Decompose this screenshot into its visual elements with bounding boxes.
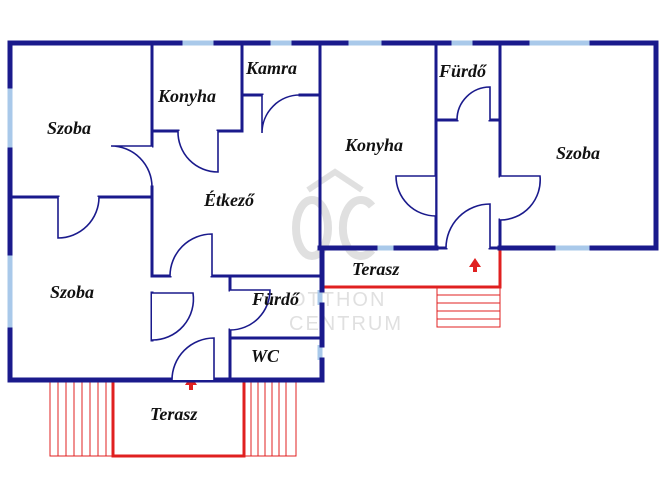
watermark: OTTHON CENTRUM (289, 168, 403, 335)
room-label-szoba-bottom: Szoba (50, 282, 94, 302)
door-right-entrance (445, 203, 491, 249)
door-hall-left (151, 292, 195, 341)
watermark-logo (306, 168, 364, 193)
entrance-arrow-right-icon (469, 258, 481, 272)
room-label-kamra: Kamra (245, 58, 297, 78)
watermark-line1: OTTHON (290, 289, 386, 311)
door-furdo-left (229, 289, 271, 331)
stairs-bottom-left (49, 379, 114, 457)
room-label-szoba-top: Szoba (47, 118, 91, 138)
interior-walls (8, 41, 502, 382)
watermark-line2: CENTRUM (289, 313, 403, 335)
watermark-logo-c (338, 196, 376, 260)
door-konyha-left (177, 130, 219, 173)
room-labels: Szoba Konyha Kamra Étkező Szoba Fürdő WC… (47, 58, 600, 424)
door-entrance (171, 337, 215, 381)
stairs-bottom-right (243, 379, 297, 457)
room-label-furdo-left: Fürdő (251, 289, 300, 309)
door-szoba-bottom (57, 196, 100, 239)
door-konyha-right (395, 175, 437, 217)
doors (57, 86, 541, 381)
room-label-terasz-right: Terasz (352, 259, 399, 279)
room-label-wc: WC (251, 346, 280, 366)
door-szoba-top (110, 145, 153, 188)
door-hall (169, 233, 213, 277)
stairs-right-terrace (436, 286, 501, 328)
room-label-konyha-left: Konyha (157, 86, 216, 106)
windows (7, 40, 592, 360)
room-label-etkezo: Étkező (203, 189, 255, 210)
door-kamra (261, 94, 301, 134)
watermark-logo-o (292, 196, 332, 260)
door-furdo-right (456, 86, 491, 121)
room-label-szoba-right: Szoba (556, 143, 600, 163)
room-label-terasz-bottom: Terasz (150, 404, 197, 424)
room-label-furdo-right: Fürdő (438, 61, 487, 81)
room-label-konyha-right: Konyha (344, 135, 403, 155)
entrance-arrow-icon (185, 376, 197, 390)
door-szoba-right (499, 175, 541, 221)
